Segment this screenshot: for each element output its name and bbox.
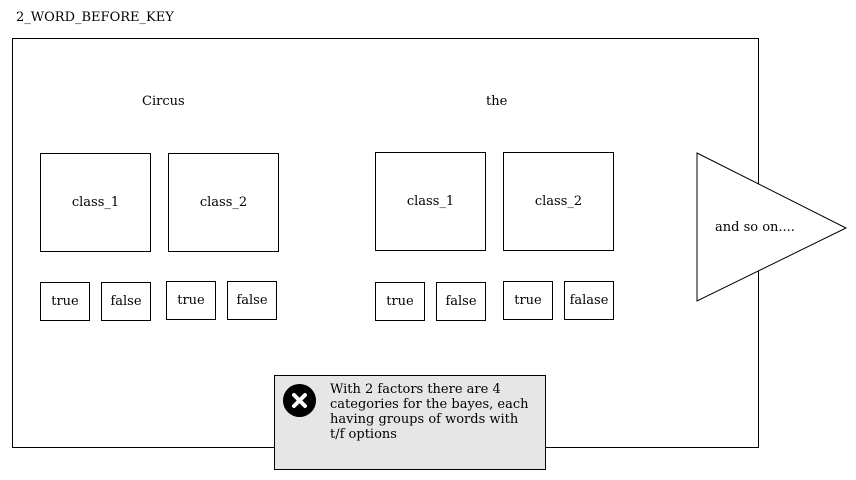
group1-class-1-true-box: true <box>40 282 90 321</box>
group1-class-1-false-box: false <box>101 282 151 321</box>
group2-class-1-false-box: false <box>436 282 486 321</box>
group2-class-2-falase-box: falase <box>564 281 614 320</box>
group2-class-2-true-box: true <box>503 281 553 320</box>
group2-class-2-box: class_2 <box>503 152 614 251</box>
close-circle-icon <box>283 384 316 417</box>
group2-class-1-box: class_1 <box>375 152 486 251</box>
group1-class-1-box: class_1 <box>40 153 151 252</box>
continuation-label: and so on.... <box>715 220 795 235</box>
continuation-arrow <box>696 152 848 302</box>
group1-class-2-box: class_2 <box>168 153 279 252</box>
group2-class-1-true-box: true <box>375 282 425 321</box>
diagram-title: 2_WORD_BEFORE_KEY <box>16 10 174 25</box>
group1-class-2-true-box: true <box>166 281 216 320</box>
group1-class-2-false-box: false <box>227 281 277 320</box>
group-word-the: the <box>486 94 508 109</box>
note-box <box>274 375 546 470</box>
group-word-circus: Circus <box>142 94 185 109</box>
note-text: With 2 factors there are 4 categories fo… <box>330 382 529 442</box>
